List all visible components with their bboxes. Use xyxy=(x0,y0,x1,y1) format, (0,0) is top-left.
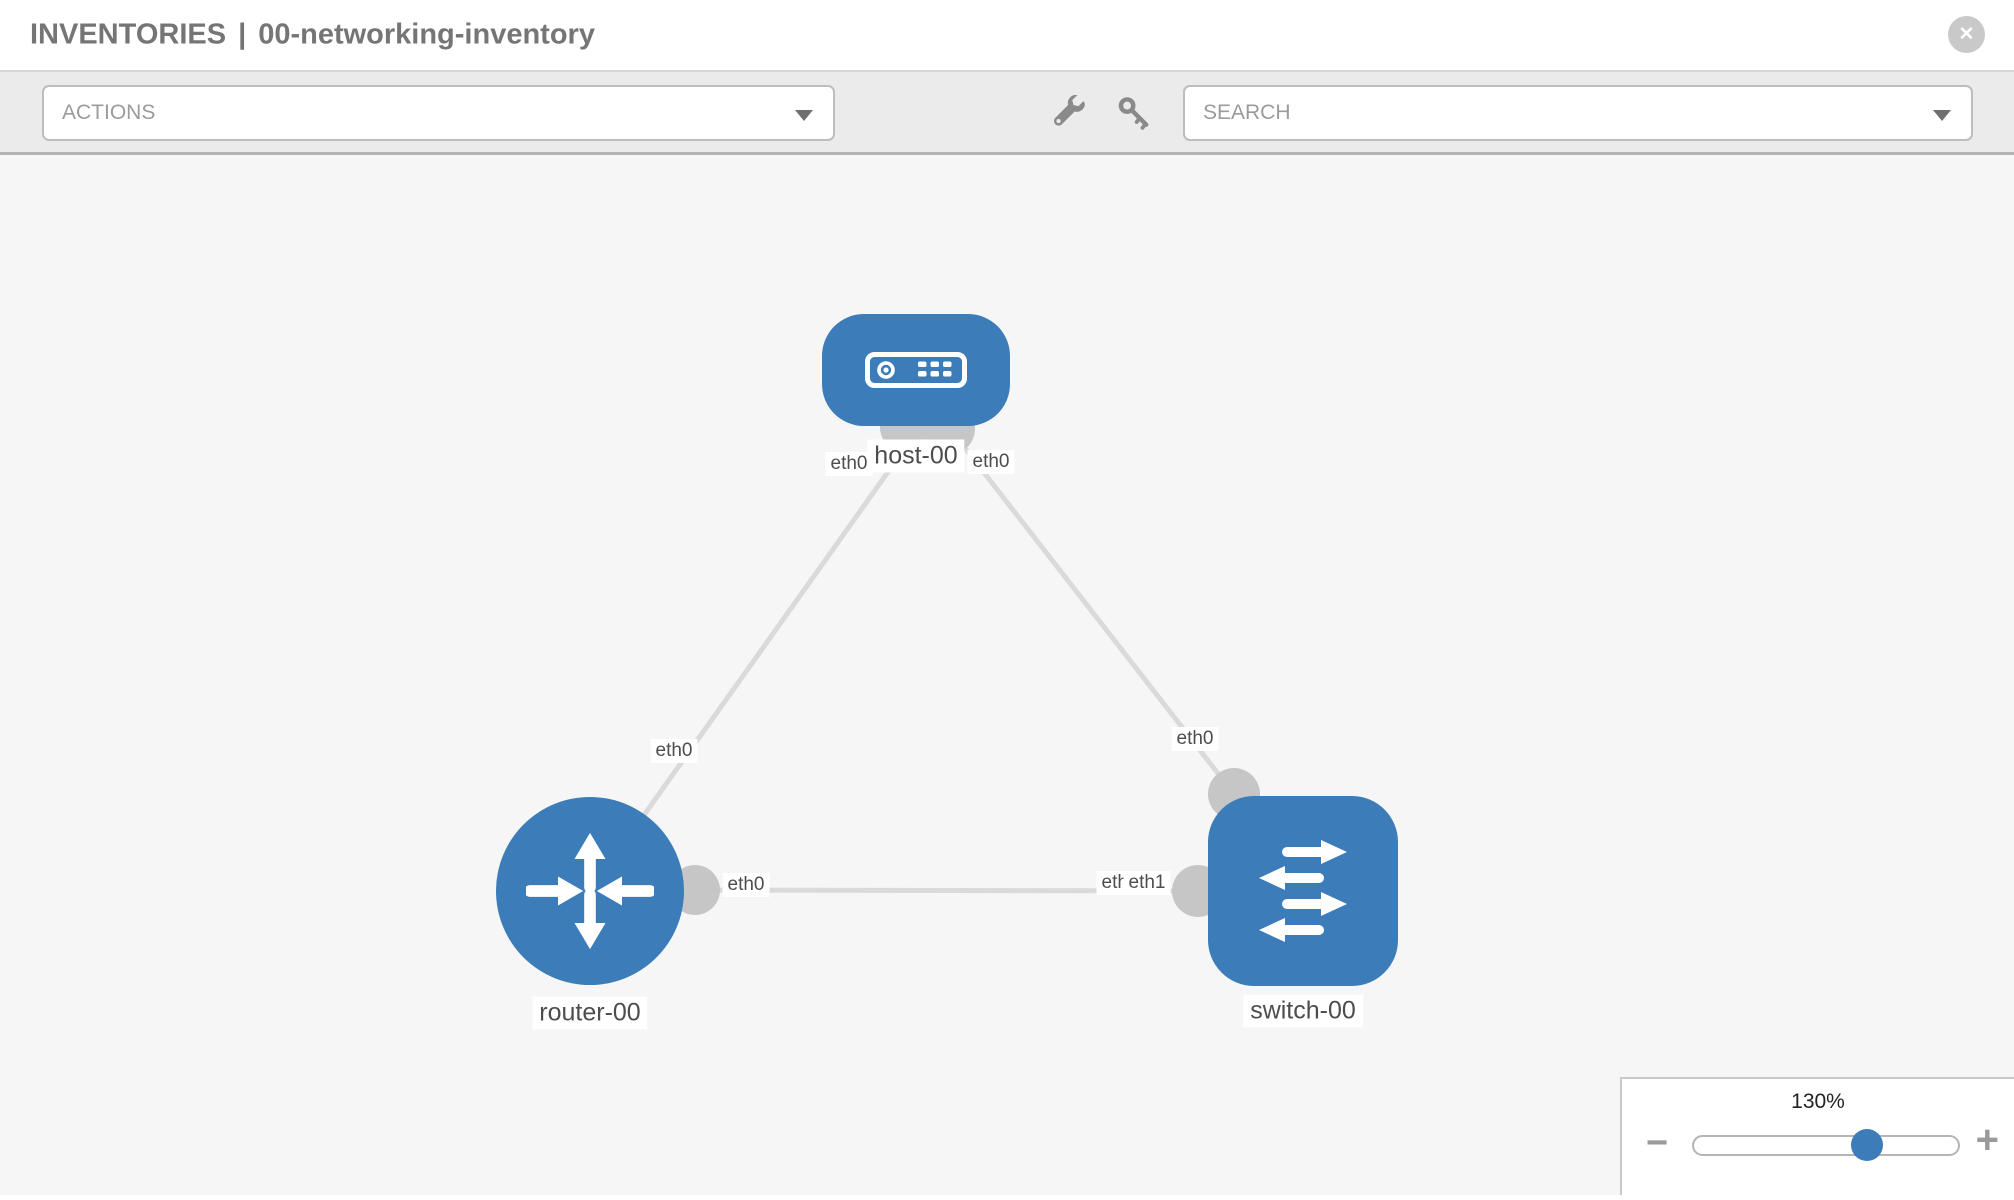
node-label-host: host-00 xyxy=(867,439,965,473)
node-switch-00[interactable] xyxy=(1208,796,1398,986)
inventory-name: 00-networking-inventory xyxy=(258,18,595,51)
router-icon xyxy=(526,832,654,950)
zoom-out-button[interactable]: − xyxy=(1646,1122,1669,1164)
zoom-level: 130% xyxy=(1791,1090,1845,1113)
interface-label: eth0 xyxy=(650,739,698,763)
zoom-slider-track[interactable] xyxy=(1692,1129,1960,1161)
actions-dropdown[interactable]: ACTIONS xyxy=(42,85,835,141)
switch-icon xyxy=(1259,840,1347,942)
interface-label: eth0 xyxy=(722,873,770,897)
host-icon xyxy=(865,352,967,388)
toolbar: ACTIONS SEARCH xyxy=(0,72,2014,155)
interface-label: eth0 xyxy=(825,452,873,476)
zoom-control-panel: 130% − + xyxy=(1620,1077,2014,1195)
topology-links-layer xyxy=(587,402,1260,917)
interface-label: eth0 xyxy=(1171,727,1219,751)
chevron-down-icon xyxy=(795,110,813,121)
link-host-router[interactable] xyxy=(587,424,923,894)
wrench-icon xyxy=(1054,94,1085,126)
node-label-switch: switch-00 xyxy=(1243,994,1363,1028)
close-icon: ✕ xyxy=(1958,24,1975,45)
title-separator: | xyxy=(238,18,247,51)
search-dropdown[interactable]: SEARCH xyxy=(1183,85,1973,141)
page-title: INVENTORIES | 00-networking-inventory xyxy=(30,19,595,52)
actions-dropdown-label: ACTIONS xyxy=(62,101,156,124)
configure-button[interactable] xyxy=(1050,94,1086,131)
zoom-in-button[interactable]: + xyxy=(1975,1118,1999,1162)
chevron-down-icon xyxy=(1933,110,1951,121)
close-button[interactable]: ✕ xyxy=(1948,16,1985,53)
node-host-00[interactable] xyxy=(822,314,1010,426)
search-dropdown-label: SEARCH xyxy=(1203,101,1291,124)
node-label-router: router-00 xyxy=(532,996,648,1030)
page-header: INVENTORIES | 00-networking-inventory ✕ xyxy=(0,0,2014,72)
breadcrumb: INVENTORIES xyxy=(30,18,227,51)
key-icon xyxy=(1118,97,1149,130)
interface-label: eth1 xyxy=(1123,871,1171,895)
topology-canvas[interactable]: host-00 router-00 switch-00 eth0 eth0 et… xyxy=(0,155,2014,1195)
interface-label: eth0 xyxy=(967,450,1015,474)
zoom-slider-knob[interactable] xyxy=(1851,1129,1883,1161)
credentials-button[interactable] xyxy=(1116,95,1152,131)
node-router-00[interactable] xyxy=(496,797,684,985)
